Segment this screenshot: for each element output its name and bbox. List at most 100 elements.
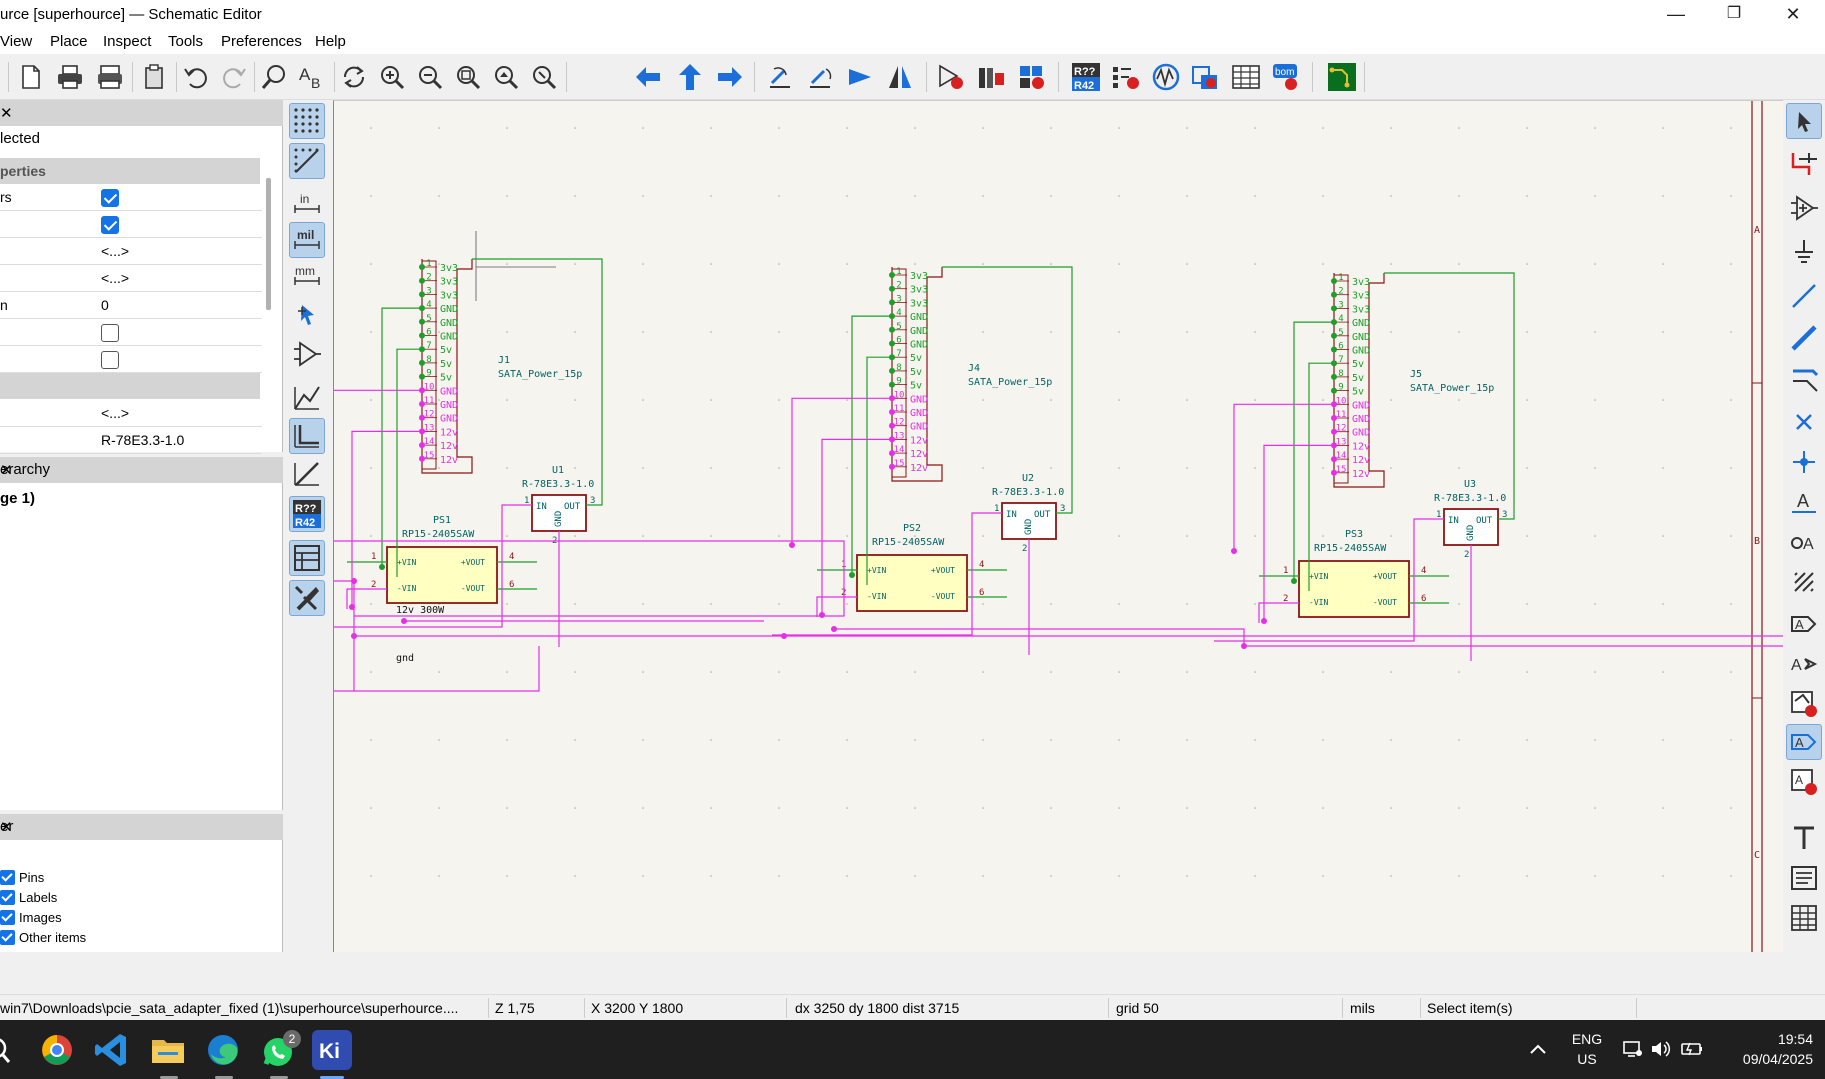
menu-tools[interactable]: Tools xyxy=(168,33,204,50)
units-mil-icon[interactable]: mil xyxy=(289,222,325,258)
add-net-class-icon[interactable]: A xyxy=(1786,524,1822,560)
filter-images-checkbox[interactable] xyxy=(0,910,15,925)
minimize-button[interactable]: — xyxy=(1667,4,1685,24)
prop-value[interactable]: <...> xyxy=(101,405,130,421)
input-region[interactable]: US xyxy=(1577,1051,1597,1067)
menu-help[interactable]: Help xyxy=(315,33,346,50)
wire-reg-in[interactable] xyxy=(1214,518,1444,642)
wire-3v3[interactable] xyxy=(472,258,603,506)
zoom-objects-icon[interactable] xyxy=(490,61,522,93)
wire-5v[interactable] xyxy=(1308,362,1334,591)
select-tool-icon[interactable] xyxy=(1786,103,1822,139)
hierarchy-panel-toggle-icon[interactable] xyxy=(289,540,325,576)
wire-bus-right[interactable] xyxy=(834,628,1783,647)
plot-icon[interactable] xyxy=(94,61,126,93)
add-hierarchical-pin-icon[interactable]: A xyxy=(1786,724,1822,760)
selection-filter-close-button[interactable]: ✕ xyxy=(0,819,13,836)
schematic-drawing[interactable]: ABC3v313v323v33GND4GND5GND65v75v85v9GND1… xyxy=(334,101,1783,952)
undo-icon[interactable] xyxy=(180,61,212,93)
refresh-icon[interactable] xyxy=(338,61,370,93)
battery-icon[interactable] xyxy=(1680,1038,1704,1060)
wire-12v[interactable] xyxy=(351,430,422,607)
simulator-icon[interactable] xyxy=(1150,61,1182,93)
print-icon[interactable] xyxy=(54,61,86,93)
menu-inspect[interactable]: Inspect xyxy=(103,33,152,50)
mirror-vertical-icon[interactable] xyxy=(844,61,876,93)
symbol-library-icon[interactable] xyxy=(976,61,1008,93)
arrow-left-icon[interactable] xyxy=(632,61,664,93)
wire-12v[interactable] xyxy=(821,438,892,615)
wire-gnd[interactable] xyxy=(1293,321,1334,581)
add-label-icon[interactable]: A xyxy=(1786,484,1822,520)
chrome-icon[interactable] xyxy=(37,1030,77,1070)
add-junction-icon[interactable] xyxy=(1786,444,1822,480)
menu-place[interactable]: Place xyxy=(50,33,88,50)
prop-checkbox[interactable] xyxy=(101,351,119,369)
rotate-cw-icon[interactable] xyxy=(804,61,836,93)
filter-pins-checkbox[interactable] xyxy=(0,870,15,885)
line-mode-45-icon[interactable] xyxy=(289,456,325,492)
filter-labels-checkbox[interactable] xyxy=(0,890,15,905)
input-language[interactable]: ENG xyxy=(1571,1031,1603,1047)
prop-checkbox[interactable] xyxy=(101,189,119,207)
add-bus-icon[interactable] xyxy=(1786,320,1822,356)
network-icon[interactable] xyxy=(1622,1038,1644,1060)
footprint-assign-icon[interactable] xyxy=(1016,61,1048,93)
find-icon[interactable] xyxy=(258,61,290,93)
add-symbol-icon[interactable] xyxy=(1786,190,1822,226)
filter-other-checkbox[interactable] xyxy=(0,930,15,945)
add-no-connect-icon[interactable] xyxy=(1786,404,1822,440)
annotate-icon[interactable]: R??R42 xyxy=(1070,61,1102,93)
netlist-icon[interactable] xyxy=(1190,61,1222,93)
add-sheet-pin-icon[interactable] xyxy=(1786,686,1822,722)
highlight-net-icon[interactable] xyxy=(1786,146,1822,182)
properties-close-button[interactable]: ✕ xyxy=(0,105,13,122)
vscode-icon[interactable] xyxy=(92,1030,132,1070)
paste-icon[interactable] xyxy=(138,61,170,93)
erc-icon[interactable] xyxy=(1110,61,1142,93)
add-global-label-icon[interactable]: A xyxy=(1786,606,1822,642)
pcb-editor-icon[interactable] xyxy=(1326,61,1358,93)
annotation-toggle-icon[interactable]: R??R42 xyxy=(289,496,325,532)
wire-bus-12v[interactable] xyxy=(334,540,845,617)
wire-gnd-12[interactable] xyxy=(791,397,892,545)
redo-icon[interactable] xyxy=(218,61,250,93)
prop-value[interactable]: 0 xyxy=(101,297,109,313)
bom-table-icon[interactable] xyxy=(1230,61,1262,93)
file-explorer-icon[interactable] xyxy=(148,1030,188,1070)
zoom-fit-icon[interactable] xyxy=(452,61,484,93)
line-mode-free-icon[interactable] xyxy=(289,380,325,416)
arrow-right-icon[interactable] xyxy=(714,61,746,93)
add-table-icon[interactable] xyxy=(1786,900,1822,936)
wire-gnd-12[interactable] xyxy=(1233,403,1334,551)
wire-5v[interactable] xyxy=(396,348,422,577)
prop-value[interactable]: <...> xyxy=(101,243,130,259)
menu-view[interactable]: View xyxy=(0,33,33,50)
properties-panel-toggle-icon[interactable] xyxy=(289,580,325,616)
zoom-out-icon[interactable] xyxy=(414,61,446,93)
rotate-ccw-icon[interactable] xyxy=(764,61,796,93)
add-power-icon[interactable] xyxy=(1786,234,1822,270)
wire-neg-vin[interactable] xyxy=(346,588,387,609)
units-mm-icon[interactable]: mm xyxy=(289,258,325,294)
add-hier-label-icon[interactable]: A xyxy=(1786,646,1822,682)
wire-gnd[interactable] xyxy=(381,307,422,567)
search-icon[interactable] xyxy=(0,1030,20,1070)
kicad-icon[interactable]: Ki xyxy=(312,1030,352,1070)
add-sheet-icon[interactable] xyxy=(1786,564,1822,600)
wire-3v3[interactable] xyxy=(942,266,1073,514)
add-text-icon[interactable] xyxy=(1786,820,1822,856)
zoom-selection-icon[interactable] xyxy=(528,61,560,93)
line-mode-90-icon[interactable] xyxy=(289,418,325,454)
wire-gnd-12[interactable] xyxy=(334,389,422,537)
prop-checkbox[interactable] xyxy=(101,216,119,234)
wire-gnd[interactable] xyxy=(851,315,892,575)
wire-neg-vin[interactable] xyxy=(1258,602,1299,623)
grid-dots-icon[interactable] xyxy=(289,103,325,139)
add-bus-entry-icon[interactable] xyxy=(1786,362,1822,398)
hierarchy-root-sheet[interactable]: ge 1) xyxy=(0,490,36,507)
edge-icon[interactable] xyxy=(203,1030,243,1070)
prop-value[interactable]: R-78E3.3-1.0 xyxy=(101,432,185,448)
wire-5v[interactable] xyxy=(866,356,892,585)
